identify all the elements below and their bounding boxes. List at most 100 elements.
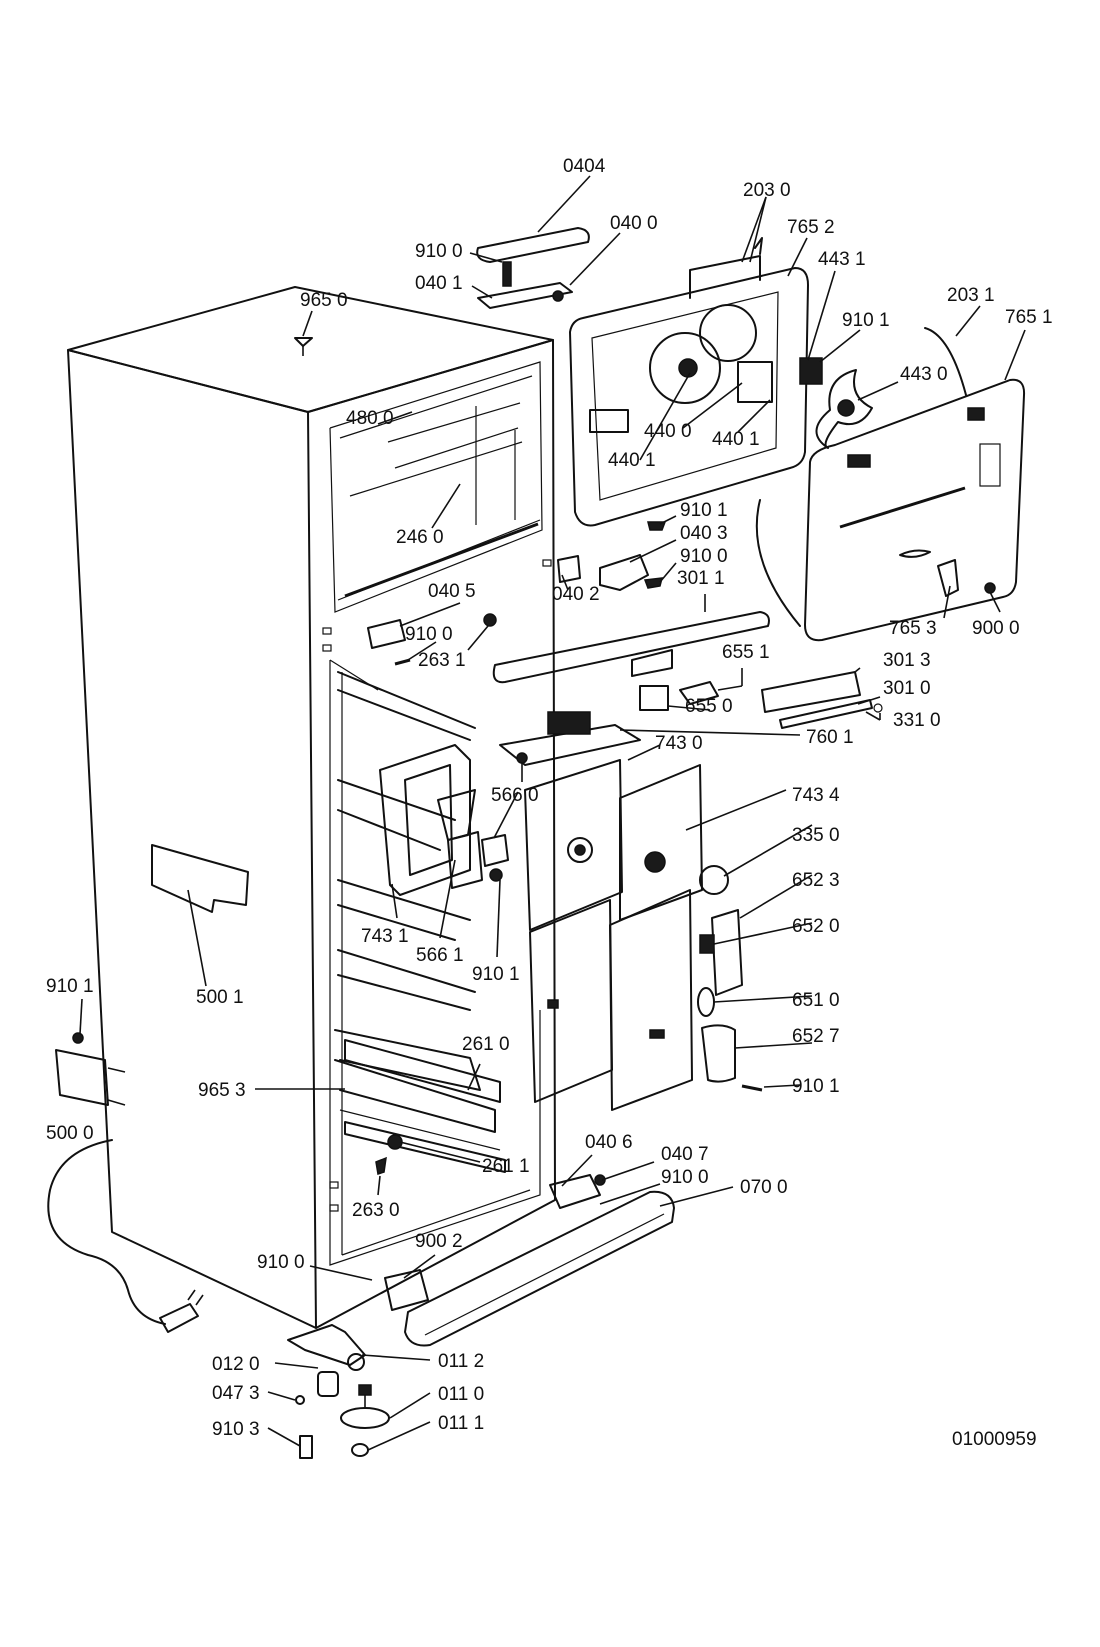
label-7601: 760 1	[806, 727, 854, 748]
label-3350: 335 0	[792, 825, 840, 846]
part-0700	[404, 1190, 675, 1347]
label-7652: 765 2	[787, 217, 835, 238]
part-3310	[873, 703, 883, 713]
label-9100e: 910 0	[257, 1252, 305, 1273]
part-9002	[384, 1269, 429, 1311]
part-2610	[344, 1039, 501, 1103]
part-0110	[340, 1407, 390, 1429]
label-4401a: 440 1	[608, 450, 656, 471]
label-9100a: 910 0	[415, 241, 463, 262]
fan-4430	[815, 369, 873, 449]
part-7653	[937, 559, 959, 597]
power-cord	[47, 1139, 166, 1325]
part-5001	[151, 844, 249, 913]
part-6523	[711, 909, 743, 996]
label-3011: 301 1	[677, 568, 725, 589]
label-6550: 655 0	[685, 696, 733, 717]
label-0400: 040 0	[610, 213, 658, 234]
label-3013: 301 3	[883, 650, 931, 671]
label-0407: 040 7	[661, 1144, 709, 1165]
fridge-door-7651	[804, 378, 1026, 642]
part-6527	[701, 1024, 736, 1083]
label-0402: 040 2	[552, 584, 600, 605]
label-4431: 443 1	[818, 249, 866, 270]
label-0404: 0404	[563, 156, 606, 177]
drawing-number: 01000959	[952, 1429, 1037, 1450]
label-9101d: 910 1	[46, 976, 94, 997]
label-2460: 246 0	[396, 527, 444, 548]
label-9101e: 910 1	[792, 1076, 840, 1097]
label-6510: 651 0	[792, 990, 840, 1011]
part-0405	[367, 619, 406, 649]
label-9101b: 910 1	[680, 500, 728, 521]
label-0401: 040 1	[415, 273, 463, 294]
label-7431: 743 1	[361, 926, 409, 947]
part-0473	[295, 1395, 305, 1405]
label-9002: 900 2	[415, 1231, 463, 1252]
label-6523: 652 3	[792, 870, 840, 891]
label-3010: 301 0	[883, 678, 931, 699]
parts	[47, 227, 1026, 1459]
label-9100d: 910 0	[661, 1167, 709, 1188]
label-0111: 011 1	[438, 1413, 484, 1434]
label-3310: 331 0	[893, 710, 941, 731]
label-4401b: 440 1	[712, 429, 760, 450]
label-9103: 910 3	[212, 1419, 260, 1440]
label-2031: 203 1	[947, 285, 995, 306]
label-6527: 652 7	[792, 1026, 840, 1047]
label-9653: 965 3	[198, 1080, 246, 1101]
part-labels: 0404 203 0 040 0 765 2 910 0 443 1 040 1…	[46, 156, 1053, 1450]
label-6520: 652 0	[792, 916, 840, 937]
part-6551	[679, 681, 719, 705]
label-2630: 263 0	[352, 1200, 400, 1221]
label-6551: 655 1	[722, 642, 770, 663]
power-plug	[159, 1303, 199, 1333]
label-7434: 743 4	[792, 785, 840, 806]
label-9100b: 910 0	[680, 546, 728, 567]
label-9101c: 910 1	[472, 964, 520, 985]
label-9100c: 910 0	[405, 624, 453, 645]
label-5000: 500 0	[46, 1123, 94, 1144]
label-0403: 040 3	[680, 523, 728, 544]
part-9103	[299, 1435, 313, 1459]
part-0401	[477, 282, 573, 309]
part-0406	[549, 1174, 601, 1209]
part-7431	[379, 744, 471, 896]
label-0406: 040 6	[585, 1132, 633, 1153]
label-0112: 011 2	[438, 1351, 484, 1372]
label-2610: 261 0	[462, 1034, 510, 1055]
part-0403	[599, 554, 649, 591]
label-0473: 047 3	[212, 1383, 260, 1404]
label-2611: 261 1	[482, 1156, 530, 1177]
label-4400: 440 0	[644, 421, 692, 442]
label-5660: 566 0	[491, 785, 539, 806]
part-3013	[761, 671, 861, 713]
part-0407	[594, 1174, 606, 1186]
part-5660	[481, 834, 509, 867]
part-7430	[524, 759, 623, 931]
part-6550	[639, 685, 669, 711]
label-7653: 765 3	[889, 618, 937, 639]
label-5001: 500 1	[196, 987, 244, 1008]
part-6510	[697, 987, 715, 1017]
label-2631: 263 1	[418, 650, 466, 671]
label-2030: 203 0	[743, 180, 791, 201]
part-2631	[483, 613, 497, 627]
part-9650	[294, 337, 313, 347]
label-5661: 566 1	[416, 945, 464, 966]
part-0112	[287, 1324, 366, 1366]
part-0402	[557, 555, 581, 583]
label-0405: 040 5	[428, 581, 476, 602]
leader-lines	[79, 175, 1026, 1451]
label-9650: 965 0	[300, 290, 348, 311]
part-2611	[344, 1121, 506, 1173]
part-3350	[699, 865, 729, 895]
label-7651: 765 1	[1005, 307, 1053, 328]
label-0700: 070 0	[740, 1177, 788, 1198]
part-6520	[699, 934, 715, 954]
part-5000	[55, 1049, 109, 1106]
label-0110: 011 0	[438, 1384, 484, 1405]
part-2630	[375, 1156, 387, 1175]
part-0111	[351, 1443, 369, 1457]
